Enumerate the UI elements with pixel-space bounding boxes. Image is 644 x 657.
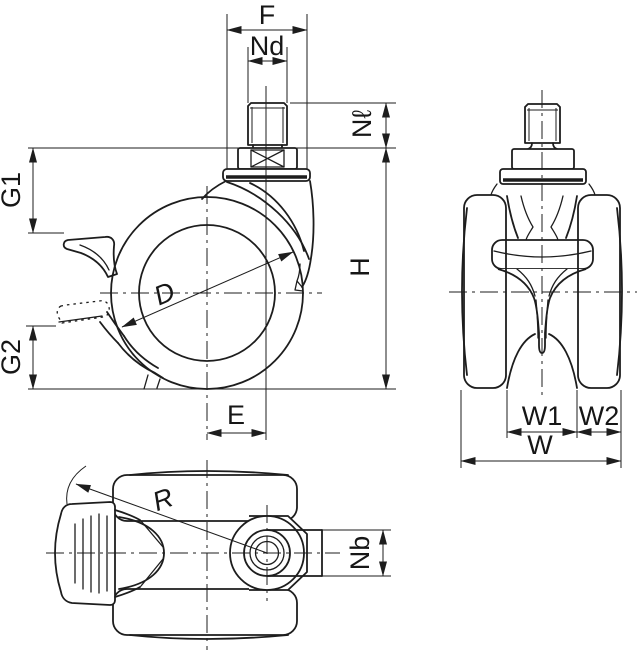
front-dome-right [548,333,578,389]
front-body-side-right [565,195,578,239]
front-pintle-spike-left [535,299,539,339]
top-fork-connector-lower [114,586,141,598]
front-shoulder-right [588,183,596,196]
dim-r-envelope-arc [66,465,87,505]
hood-inner-arc [249,182,305,252]
front-body-side-left [506,195,519,239]
hood-outer-arc [226,181,310,260]
top-fork-horn-upper [140,520,164,548]
side-view: F Nd Nℓ H G1 G2 D E [0,0,396,440]
dim-w1-label: W1 [522,401,563,431]
dim-r-line [75,483,268,554]
swivel-head-cross [250,149,285,168]
front-body-contour-left [520,195,534,241]
hood-right-edge [301,180,315,288]
hood-foot-tip [294,280,304,292]
front-wheel-right-crown [616,207,623,376]
top-wheel-upper [112,474,298,522]
brake-arm-edge-3 [117,342,164,379]
front-body-contour-right [550,195,564,241]
front-dome-left [506,333,536,389]
top-view: R Nb [46,460,391,650]
brake-arm-foot-1 [143,374,149,390]
dim-w2-label: W2 [579,401,620,431]
stem-thread [247,102,288,146]
dim-w-label: W [527,430,553,460]
front-swivel-head [511,148,575,170]
brake-arm-foot-2 [156,378,161,389]
brake-arm-edge-1 [106,311,125,337]
front-collar [499,168,587,185]
front-pintle-spike-right [545,299,549,339]
dim-e-label: E [227,400,245,430]
swivel-head-inner [250,149,285,168]
dim-nl-label: Nℓ [347,110,377,138]
brake-arm-edge-4 [123,335,159,369]
brake-arm-edge-2 [99,321,119,344]
dim-f-label: F [259,0,276,30]
top-fork-connector-upper [114,509,141,521]
dim-d-line [121,251,294,328]
dim-g2-label: G2 [0,339,26,375]
front-wheel-left-crown [461,207,468,376]
dim-d-label: D [150,276,180,311]
brake-pedal-upper [62,235,118,278]
dim-nd-label: Nd [250,31,285,61]
brake-pedal-phantom [56,300,110,324]
dim-g1-label: G1 [0,172,26,208]
brake-pedal-upper-contour [79,244,110,271]
dim-h-label: H [345,257,375,277]
brake-pedal-phantom-underline [58,315,103,323]
front-view: W1 W2 W [449,90,637,468]
dim-nb-label: Nb [345,536,375,571]
front-pintle-inner-right [548,268,568,297]
front-pintle-inner-left [516,268,536,297]
front-shoulder-left [490,183,498,196]
top-fork-horn-lower [140,558,164,587]
top-wheel-lower [112,588,298,636]
